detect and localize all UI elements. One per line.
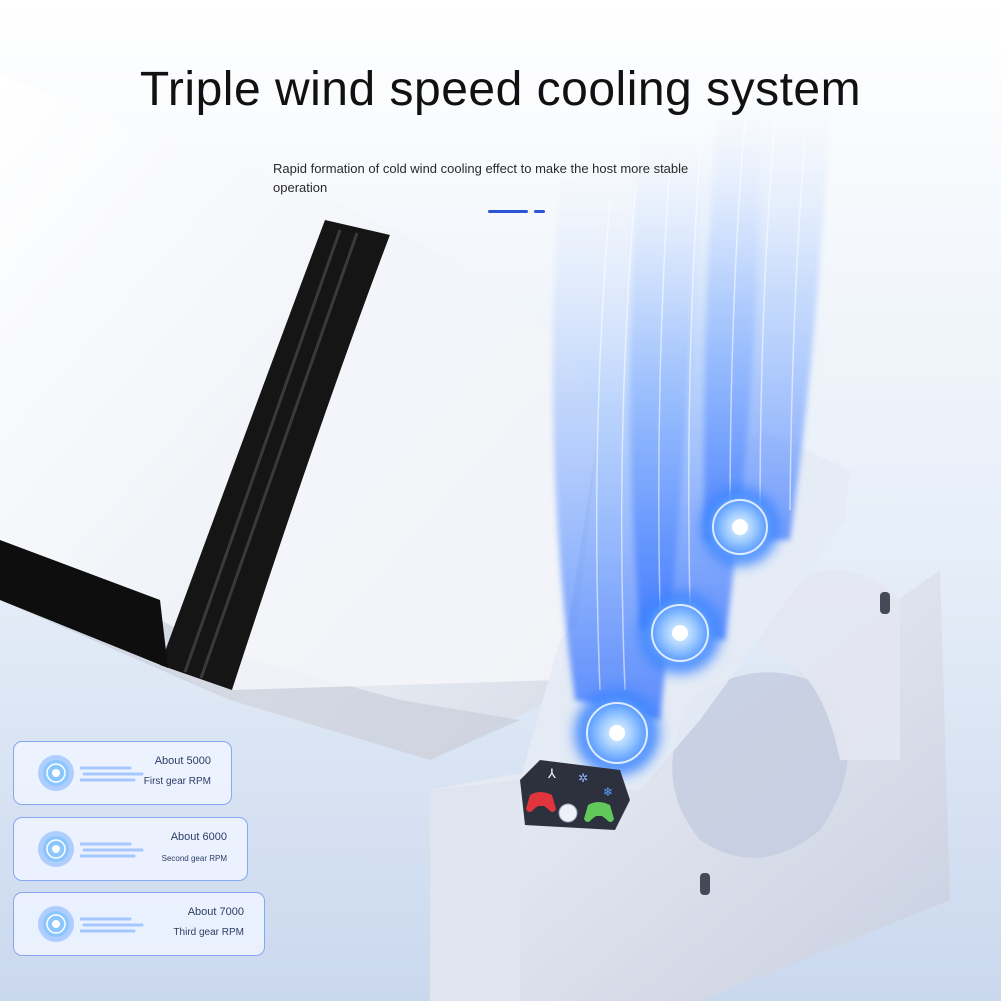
controller-icon: [526, 792, 556, 812]
fan-icon: [571, 687, 663, 779]
rpm-value: About 5000: [154, 755, 211, 767]
fan-icon: [38, 755, 74, 791]
rpm-gear-label: Third gear RPM: [173, 927, 244, 938]
fan-icon: [38, 906, 74, 942]
rpm-card-first-gear: About 5000 First gear RPM: [13, 741, 232, 805]
stand-front-face: [430, 780, 520, 1001]
snowflake-icon: ❄: [603, 785, 613, 799]
rpm-value: About 6000: [170, 831, 227, 843]
console-inner-panel: [232, 235, 600, 690]
usb-c-port-icon: [700, 873, 710, 895]
rpm-gear-label: First gear RPM: [143, 776, 211, 787]
headline: Triple wind speed cooling system: [139, 63, 862, 116]
console-black-band: [160, 220, 390, 690]
fan-icon: [698, 485, 782, 569]
rpm-value: About 7000: [187, 906, 244, 918]
rpm-card-second-gear: About 6000 Second gear RPM: [13, 817, 248, 881]
fan-speed-icon: ✲: [578, 771, 588, 785]
airflow-icon: [80, 766, 144, 782]
rpm-card-third-gear: About 7000 Third gear RPM: [13, 892, 265, 956]
control-panel: ⅄ ✲ ❄: [520, 760, 630, 830]
fan-speed-icon: ⅄: [547, 767, 556, 782]
console-edge-shadow: [0, 540, 520, 760]
controller-icon: [584, 802, 614, 822]
airflow-icon: [80, 917, 144, 933]
console-vent-lines: [183, 229, 359, 679]
fan-icon: [38, 831, 74, 867]
airflow-lines: [595, 119, 806, 691]
rpm-gear-label: Second gear RPM: [161, 854, 227, 863]
console-left-strip: [0, 540, 168, 668]
stand-dock-rim: [760, 570, 900, 760]
accent-bar-short: [534, 210, 545, 213]
power-button-icon[interactable]: [558, 803, 578, 823]
fan-icon: [636, 589, 724, 677]
airflow-icon: [80, 842, 144, 858]
stand-controller-dock: [672, 672, 848, 858]
usb-c-port-icon: [880, 592, 890, 614]
subtitle: Rapid formation of cold wind cooling eff…: [273, 161, 689, 195]
accent-bar-long: [488, 210, 528, 213]
